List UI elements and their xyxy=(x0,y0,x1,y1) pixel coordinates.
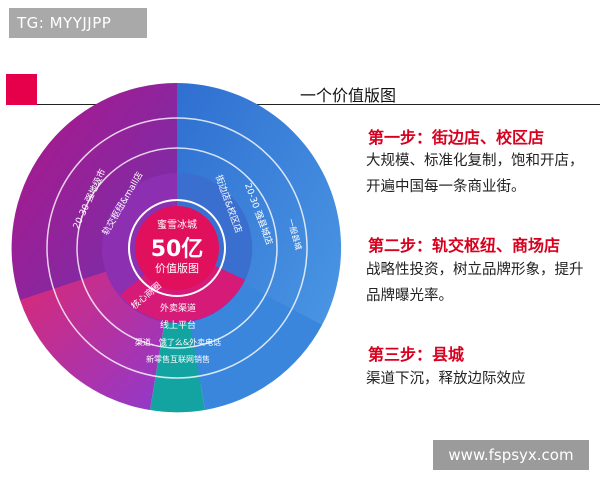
center-disc xyxy=(135,206,219,290)
step3-body: 渠道下沉，释放边际效应 xyxy=(366,371,526,387)
center-brand: 蜜雪冰城 xyxy=(157,218,197,231)
title-rule xyxy=(37,104,600,105)
center-value: 50亿 xyxy=(151,237,204,262)
label-bottom-1: 外卖渠道 xyxy=(160,302,196,314)
page-title: 一个价值版图 xyxy=(300,86,397,105)
ring-line-1 xyxy=(46,117,308,379)
step1-title: 第一步：街边店、校区店 xyxy=(368,128,545,147)
tg-badge: TG: MYYJJPP xyxy=(9,8,147,38)
ring-line-2 xyxy=(76,147,278,349)
step1-body: 大规模、标准化复制，饱和开店，开遍中国每一条商业街。 xyxy=(366,153,584,195)
center-label: 价值版图 xyxy=(155,261,199,275)
label-bottom-3: 渠道、饿了么&外卖电话 xyxy=(135,337,221,347)
accent-square xyxy=(6,74,37,105)
ring-outer-bottom xyxy=(150,248,205,413)
step2-title: 第二步：轨交枢纽、商场店 xyxy=(368,236,561,255)
center-ring xyxy=(128,199,226,297)
label-bottom-4: 新零售互联网销售 xyxy=(146,354,210,364)
step3-title: 第三步：县城 xyxy=(368,345,465,364)
label-bottom-2: 线上平台 xyxy=(160,319,196,331)
watermark: www.fspsyx.com xyxy=(433,440,589,470)
step2-body: 战略性投资，树立品牌形象，提升品牌曝光率。 xyxy=(366,262,584,304)
